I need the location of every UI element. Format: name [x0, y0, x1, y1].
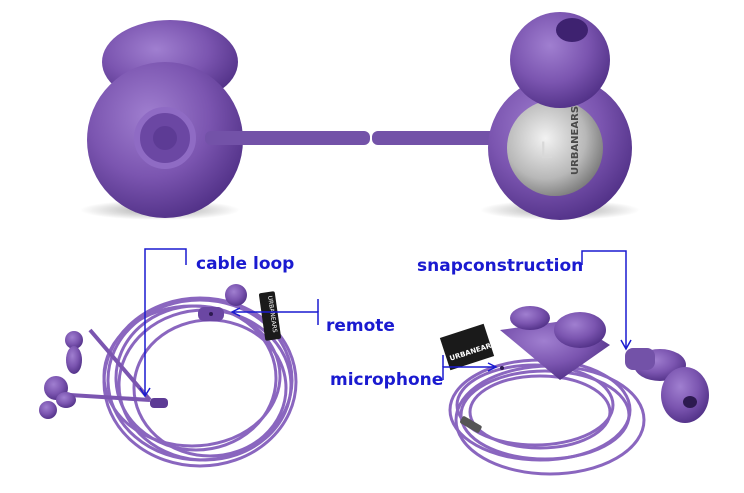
- earbud-right-top: URBANEARS L: [372, 12, 640, 220]
- cable-loop-label: cable loop: [196, 254, 295, 274]
- coiled-headphones-right: URBANEARS: [439, 306, 709, 476]
- earbud-cap-brand: URBANEARS: [570, 106, 581, 175]
- snapconstruction-label: snapconstruction: [417, 256, 584, 276]
- earbud-left-top: [80, 20, 370, 220]
- callout-lines: [139, 248, 632, 398]
- remote-label: remote: [326, 316, 395, 336]
- microphone-label: microphone: [330, 370, 444, 390]
- coiled-headphones-left: URBANEARS: [39, 284, 298, 468]
- svg-text:L: L: [540, 139, 553, 164]
